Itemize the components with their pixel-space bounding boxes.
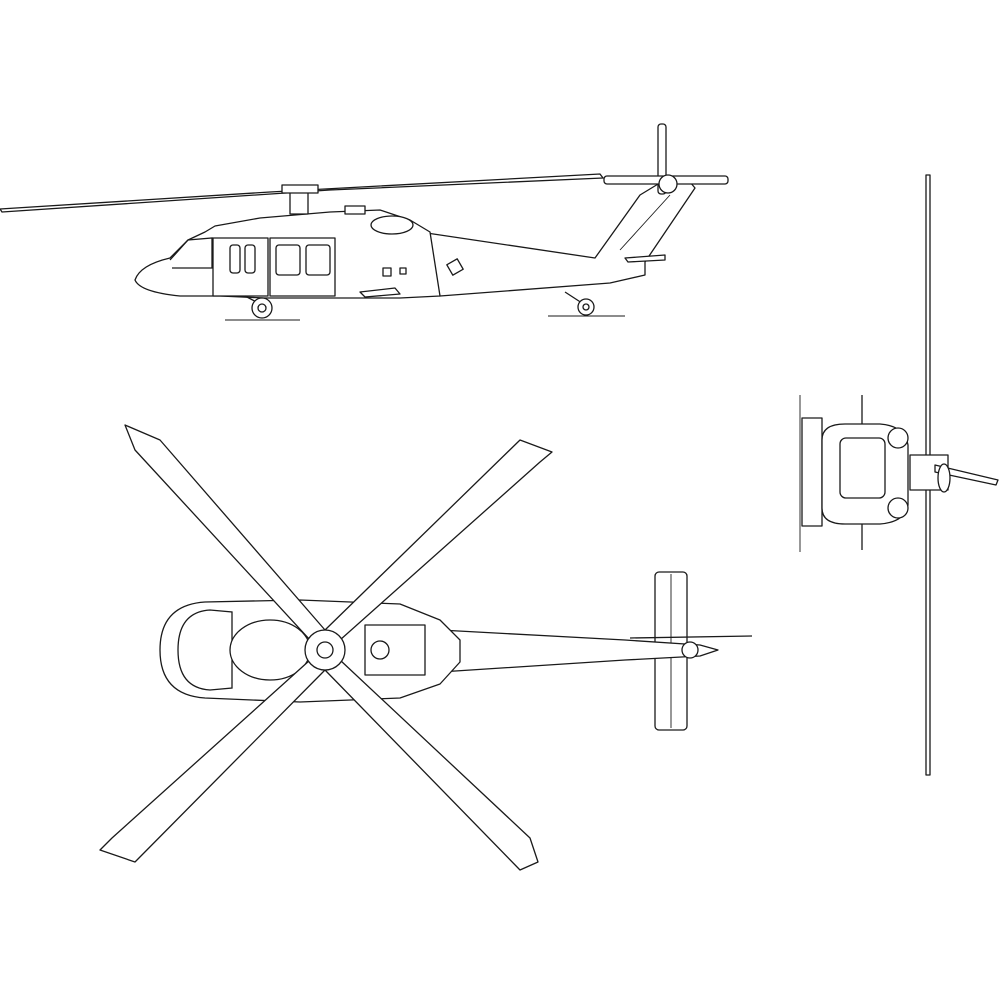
tail-rotor-hub [658, 174, 678, 194]
tail-wheel-hub [582, 303, 590, 311]
windshield-front [839, 437, 886, 499]
panel-3 [446, 258, 464, 276]
tail-rotor-blade [629, 635, 753, 639]
tail-rotor-blade-front [934, 464, 999, 486]
cockpit-windshield [169, 237, 213, 269]
rotor-hub-center [316, 641, 334, 659]
left-stabilizer-front [801, 417, 823, 527]
stub-wing [359, 287, 401, 298]
window-4 [305, 244, 331, 276]
main-rotor-top [99, 424, 553, 871]
window-3 [275, 244, 301, 276]
panel-2 [399, 267, 407, 275]
rotor-blade-ne [324, 439, 553, 641]
window-2 [244, 244, 256, 274]
tail-boom [419, 177, 696, 297]
main-rotor-blade [0, 173, 604, 213]
engine-left [887, 427, 909, 449]
tail-rotor-disc-front [937, 463, 951, 493]
tail-stabilizer [624, 254, 666, 263]
tail-boom-top [439, 629, 719, 673]
front-view [799, 174, 999, 776]
fin-detail [619, 194, 671, 251]
top-view [99, 424, 753, 871]
rotor-hub [281, 184, 319, 194]
engine-exhaust [370, 215, 414, 235]
engine-right [887, 497, 909, 519]
tail-rotor-hub-top [681, 641, 699, 659]
engine-intake [370, 640, 390, 660]
main-wheel-hub [257, 303, 267, 313]
side-view [0, 123, 729, 321]
rotor-blade-se [324, 659, 539, 871]
engine-cowling [344, 205, 366, 215]
window-1 [229, 244, 241, 274]
panel-1 [382, 267, 392, 277]
